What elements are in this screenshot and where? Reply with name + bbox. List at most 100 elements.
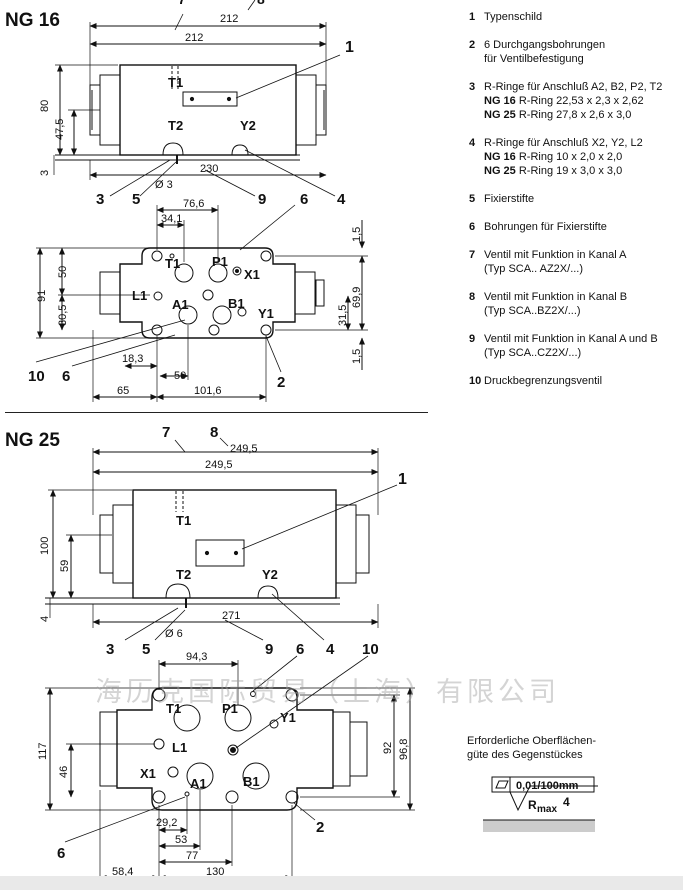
footer-strip — [0, 876, 683, 890]
ng25-name-plate — [195, 539, 245, 567]
ng25-dim-249-5-top: 249,5 — [230, 443, 258, 455]
ng25-callout-6-bottom: 6 — [57, 845, 65, 862]
ng16-callout-6-top: 6 — [300, 191, 308, 208]
ng16-callout-9: 9 — [258, 191, 266, 208]
ng16-dim-3: 3 — [39, 170, 51, 176]
ng16-port-T1: T1 — [168, 75, 183, 90]
ng16-dim-34-1: 34,1 — [161, 213, 182, 225]
ng25-dim-46: 46 — [58, 766, 70, 778]
ng16-dim-50-vertical: 50 — [57, 266, 69, 278]
ng16-port-Y2: Y2 — [240, 118, 256, 133]
ng16-callout-4: 4 — [337, 191, 346, 208]
ng25-port-P1: P1 — [222, 701, 238, 716]
ng16-port-X1: X1 — [244, 267, 260, 282]
ng16-title: NG 16 — [5, 10, 60, 31]
ng16-callout-10: 10 — [28, 368, 45, 385]
ng25-port-A1-hole — [186, 762, 214, 790]
ng16-dim-80: 80 — [39, 100, 51, 112]
ng16-port-P1-hole — [208, 263, 228, 283]
ng25-callout-5: 5 — [142, 641, 150, 658]
rmax-value: 4 — [563, 795, 570, 809]
ng25-port-L1: L1 — [172, 740, 187, 755]
surface-quality-symbol — [483, 776, 598, 832]
ng16-port-B1-hole — [212, 305, 232, 325]
ng25-port-A1: A1 — [190, 776, 207, 791]
ng16-dim-18-3: 18,3 — [122, 353, 143, 365]
ng16-port-L1: L1 — [132, 288, 147, 303]
ng16-port-T2: T2 — [168, 118, 183, 133]
ng16-dim-31-5: 31,5 — [337, 305, 349, 326]
ng25-callout-10: 10 — [362, 641, 379, 658]
ng25-dim-29-2: 29,2 — [156, 817, 177, 829]
flatness-frame — [491, 776, 595, 793]
ng16-dim-69-9: 69,9 — [351, 287, 363, 308]
surface-note-line1: Erforderliche Oberflächen- — [467, 735, 597, 747]
ng16-right-plug — [315, 84, 327, 136]
ng25-callout-7: 7 — [162, 424, 170, 441]
ng25-callout-4: 4 — [326, 641, 335, 658]
ng16-dim-101-6: 101,6 — [194, 385, 222, 397]
ng25-dim-94-3: 94,3 — [186, 651, 207, 663]
rmax-label: R — [528, 798, 537, 812]
ng16-port-P1: P1 — [212, 254, 228, 269]
ng16-callout-6-bottom: 6 — [62, 368, 70, 385]
ng25-dim-59: 59 — [59, 560, 71, 572]
ng25-callout-1: 1 — [398, 471, 407, 488]
ng25-dim-249-5: 249,5 — [205, 459, 233, 471]
ng25-dim-53: 53 — [175, 834, 187, 846]
section-divider — [5, 412, 428, 413]
surface-note-line2: güte des Gegenstückes — [467, 749, 583, 761]
ng25-dim-96-8: 96,8 — [398, 739, 410, 760]
ng25-title: NG 25 — [5, 430, 60, 451]
surface-quality-note: Erforderliche Oberflächen- güte des Gege… — [467, 734, 637, 762]
ng16-name-plate — [182, 91, 238, 107]
ng25-dim-271: 271 — [222, 610, 240, 622]
ng25-callout-9: 9 — [265, 641, 273, 658]
ng25-port-X1: X1 — [140, 766, 156, 781]
ng25-port-Y1: Y1 — [280, 710, 296, 725]
ng16-port-T1-hole — [174, 263, 194, 283]
ng16-dim-212-top: 212 — [220, 13, 238, 25]
ng16-port-Y1: Y1 — [258, 306, 274, 321]
ng16-dim-dia3: Ø 3 — [155, 179, 173, 191]
ng25-port-B1-hole — [242, 762, 270, 790]
ng25-callout-3: 3 — [106, 641, 114, 658]
ng25-callout-8: 8 — [210, 424, 218, 441]
ng25-valve-body — [132, 489, 337, 599]
ng25-port-T1-bottom: T1 — [166, 701, 181, 716]
ng16-valve-body — [119, 64, 297, 156]
ng16-dim-212: 212 — [185, 32, 203, 44]
ng16-callout-8: 8 — [257, 0, 265, 7]
ng16-dim-91: 91 — [36, 290, 48, 302]
ng25-side-view — [45, 437, 398, 641]
flatness-value: 0,01/100mm — [516, 780, 579, 792]
ng25-port-B1: B1 — [243, 774, 260, 789]
ng16-callout-2: 2 — [277, 374, 285, 391]
rmax-subscript: max — [537, 804, 557, 815]
ng25-callout-6-top: 6 — [296, 641, 304, 658]
ng25-port-T2: T2 — [176, 567, 191, 582]
ng16-dim-47-5: 47,5 — [54, 119, 66, 140]
ng16-right-end-cap — [295, 74, 317, 146]
ng16-port-B1: B1 — [228, 296, 245, 311]
ng16-port-A1-hole — [178, 305, 198, 325]
ng16-dim-76-6: 76,6 — [183, 198, 204, 210]
ng16-callout-3: 3 — [96, 191, 104, 208]
ng16-callout-5: 5 — [132, 191, 140, 208]
ng25-dim-4: 4 — [39, 616, 51, 622]
ng16-left-end-cap — [99, 74, 121, 146]
ng25-dim-92: 92 — [382, 742, 394, 754]
ng16-callout-1: 1 — [345, 39, 354, 56]
ng25-dim-77: 77 — [186, 850, 198, 862]
ng25-dim-117: 117 — [37, 742, 49, 760]
ng16-dim-1-5-bottom: 1,5 — [351, 349, 363, 364]
ng16-base-outline — [119, 247, 296, 339]
